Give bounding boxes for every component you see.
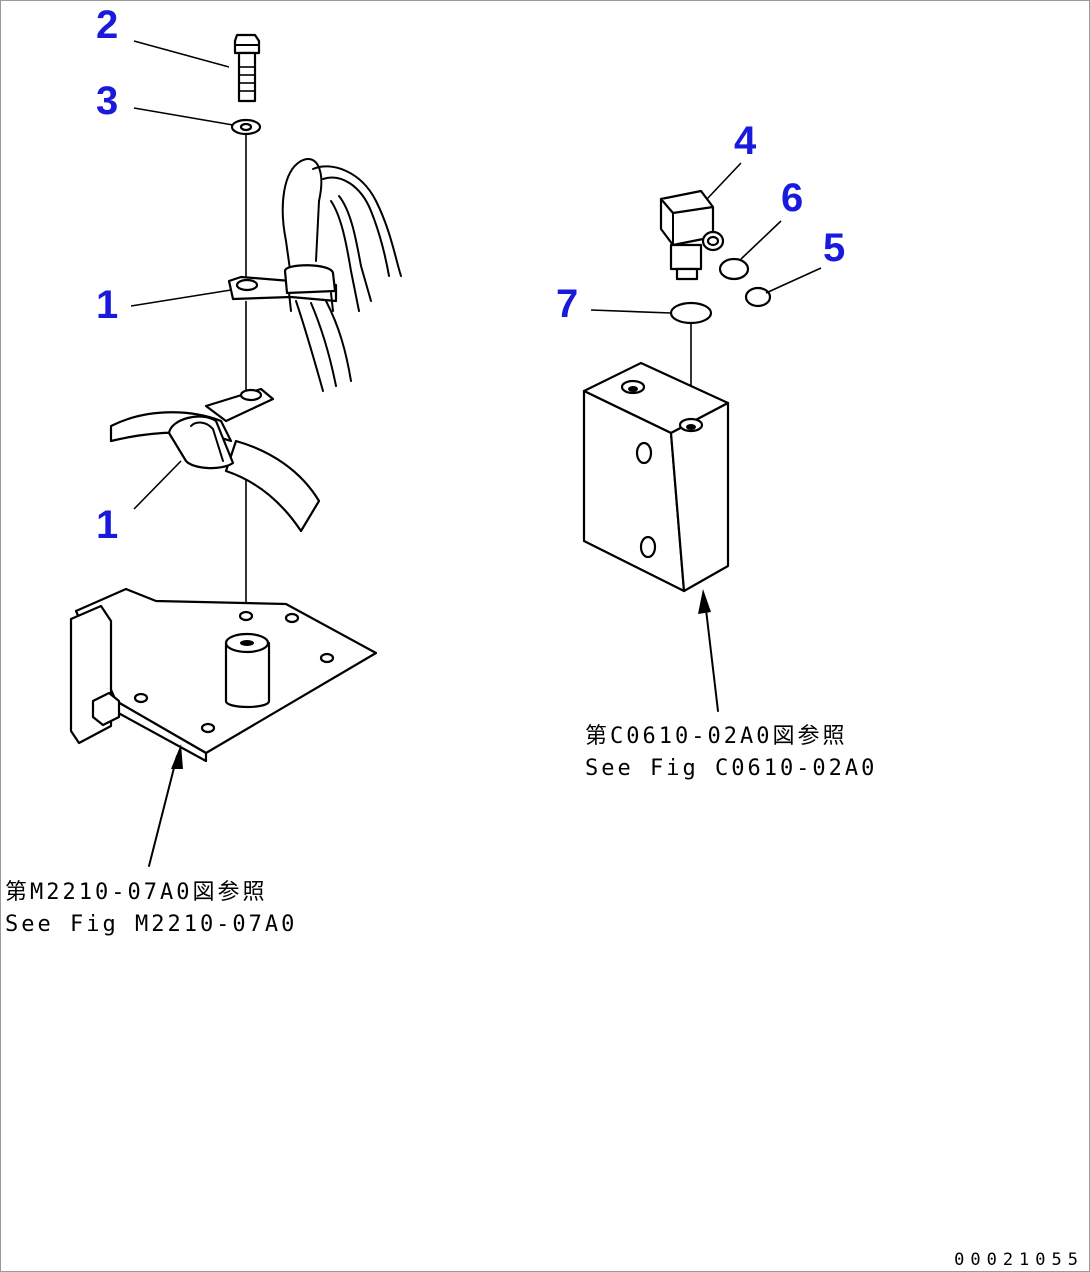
o-ring-part-7 xyxy=(669,301,713,325)
callout-4: 4 xyxy=(734,119,757,163)
reference-note-left-jp: 第M2210-07A0図参照 xyxy=(5,880,267,905)
seal-part-5 xyxy=(744,286,772,308)
callout-5: 5 xyxy=(823,226,845,270)
leader-line-1-lower xyxy=(133,460,182,510)
document-number: 00021055 xyxy=(954,1250,1084,1270)
leader-line-5 xyxy=(765,267,822,294)
callout-2: 2 xyxy=(96,3,118,47)
callout-3: 3 xyxy=(96,79,118,123)
leader-line-4 xyxy=(706,162,742,200)
reference-note-right-jp: 第C0610-02A0図参照 xyxy=(585,724,847,749)
leader-line-1-upper xyxy=(130,289,232,307)
callout-1-lower: 1 xyxy=(96,503,118,547)
callout-7: 7 xyxy=(556,282,578,326)
reference-note-right-en: See Fig C0610-02A0 xyxy=(585,756,877,781)
mounting-bracket xyxy=(69,587,378,763)
clamp-part-1-lower xyxy=(109,387,321,533)
reference-arrow-right xyxy=(698,589,719,712)
reference-arrow-left xyxy=(148,744,183,867)
hose-bundle-upper xyxy=(281,158,402,392)
washer-part-3 xyxy=(230,118,262,136)
seal-part-6 xyxy=(718,257,750,281)
leader-line-2 xyxy=(133,40,230,68)
callout-6: 6 xyxy=(781,176,803,220)
leader-line-7 xyxy=(590,309,672,314)
valve-block xyxy=(582,361,730,593)
callout-1-upper: 1 xyxy=(96,283,118,327)
connector-part-4 xyxy=(659,189,725,281)
reference-note-left-en: See Fig M2210-07A0 xyxy=(5,912,297,937)
leader-line-6 xyxy=(740,220,782,260)
leader-line-3 xyxy=(133,107,234,126)
bolt-part-2 xyxy=(233,33,261,103)
clamp-part-1-upper xyxy=(227,264,338,312)
